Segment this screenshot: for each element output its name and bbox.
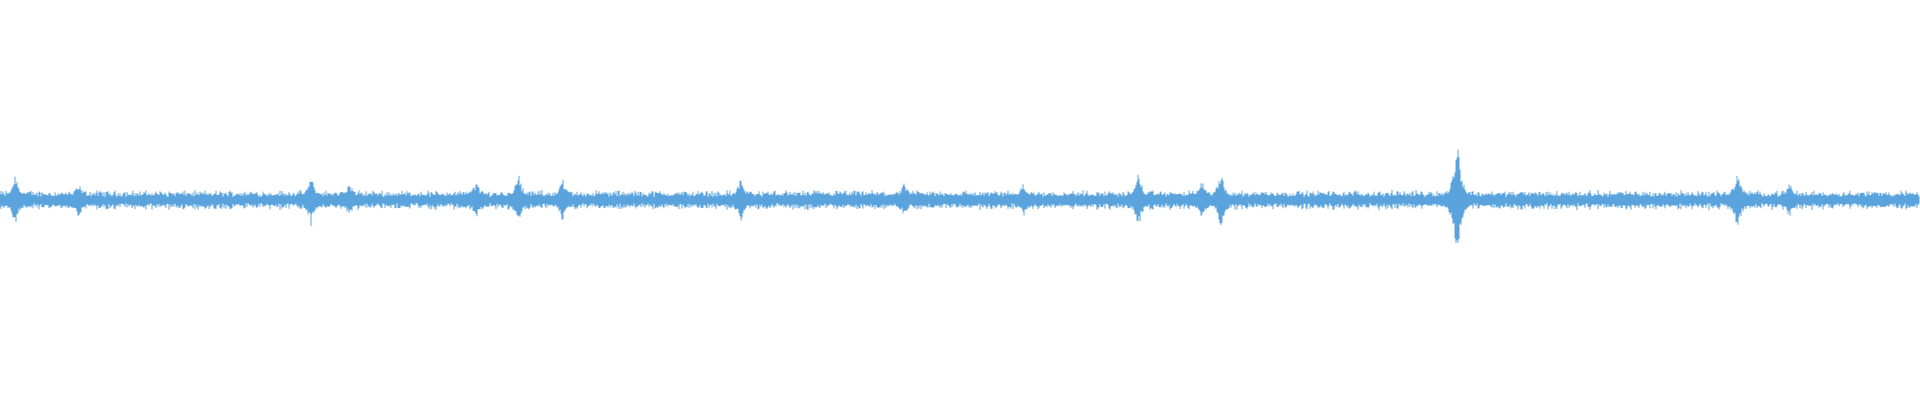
waveform-trace	[0, 149, 1920, 243]
